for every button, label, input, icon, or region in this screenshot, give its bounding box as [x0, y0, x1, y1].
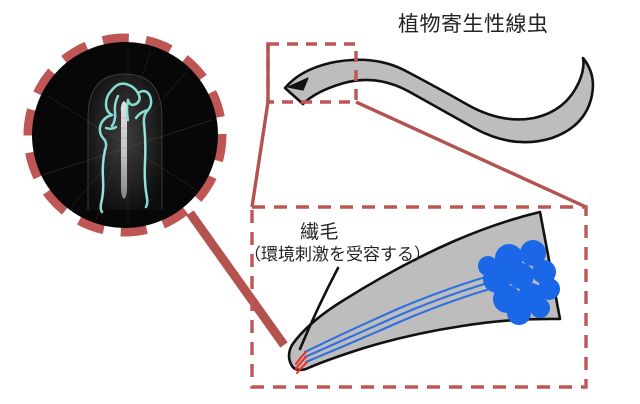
cilia-structures — [294, 350, 309, 375]
specimen-body-edge — [87, 73, 163, 210]
cilia-label: 繊毛 — [300, 221, 340, 243]
head-region-dashed-box — [266, 42, 358, 104]
gut-channel — [120, 101, 128, 199]
nematode-body — [283, 56, 595, 144]
micrograph-dashed-ring — [23, 33, 227, 237]
callout-connector-right — [355, 100, 587, 209]
page-title: 植物寄生性線虫 — [398, 12, 549, 36]
fluorescent-neuron-glow — [100, 123, 148, 205]
magnified-head-illustration — [287, 210, 562, 375]
neuron-cell-bodies — [478, 240, 560, 325]
micrograph-content — [39, 48, 213, 224]
cilia-leader-line — [298, 266, 340, 351]
gut-striations — [121, 117, 127, 179]
magnified-head-body — [287, 210, 562, 372]
stylet-icon — [287, 77, 309, 91]
dendrite-bundle — [303, 272, 502, 364]
cilia-sublabel: （環境刺激を受容する） — [244, 245, 431, 265]
magnified-head-dashed-box — [250, 205, 588, 389]
callout-connector-left — [250, 44, 270, 208]
confocal-micrograph-panel — [23, 33, 227, 237]
micrograph-to-magnified-connector — [186, 210, 288, 348]
whole-nematode-illustration — [283, 56, 595, 144]
